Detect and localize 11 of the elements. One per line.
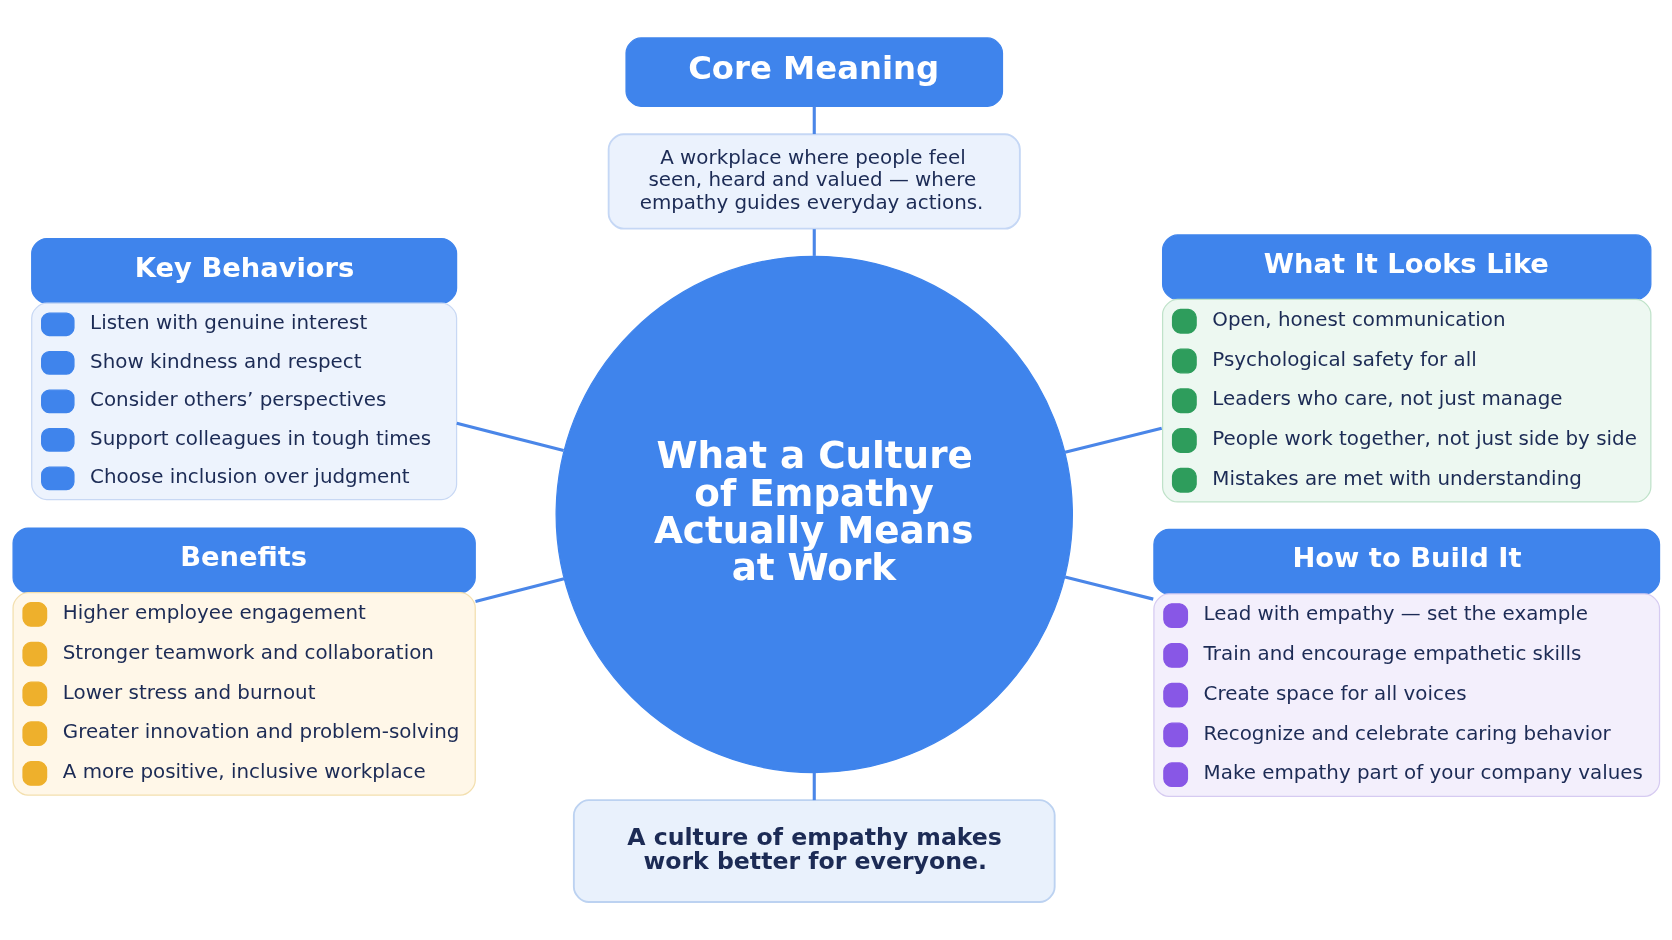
node-box: Core Meaning	[625, 37, 1004, 107]
connector	[812, 229, 816, 256]
connector	[812, 772, 816, 801]
connector	[1064, 575, 1154, 601]
node-circle: What a Culture of Empathy Actually Means at Work	[555, 255, 1073, 774]
node-box: A workplace where people feel seen, heard and valued — where empathy guides everyday actions.	[607, 133, 1021, 230]
connector	[456, 421, 564, 453]
connector	[812, 106, 816, 135]
node-box: A culture of empathy makes work better for everyone.	[572, 799, 1056, 903]
connector	[1064, 426, 1163, 454]
connector	[475, 577, 565, 604]
